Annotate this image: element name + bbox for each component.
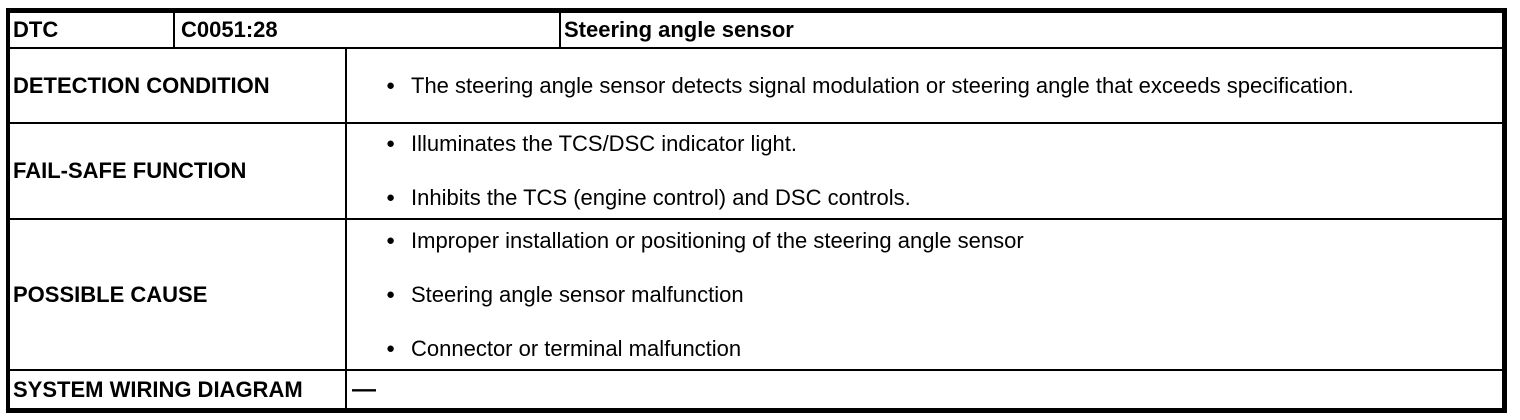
list-item: ● Illuminates the TCS/DSC indicator ligh… [347, 129, 1482, 159]
possible-cause-row: POSSIBLE CAUSE ● Improper installation o… [10, 218, 1502, 369]
dtc-table: DTC C0051:28 Steering angle sensor DETEC… [6, 8, 1507, 413]
dtc-name: Steering angle sensor [564, 17, 794, 42]
dtc-code: C0051:28 [175, 13, 561, 47]
list-item-text: Connector or terminal malfunction [411, 335, 742, 361]
bullet-icon: ● [386, 231, 396, 249]
bullet-icon: ● [386, 189, 396, 206]
system-wiring-diagram-label: SYSTEM WIRING DIAGRAM [10, 371, 347, 408]
list-item-text: Steering angle sensor malfunction [411, 281, 744, 307]
detection-condition-content: ● The steering angle sensor detects sign… [347, 49, 1502, 122]
list-item: ● Connector or terminal malfunction [347, 334, 1482, 364]
detection-condition-row: DETECTION CONDITION ● The steering angle… [10, 47, 1502, 122]
dtc-label: DTC [10, 13, 175, 47]
fail-safe-function-row: FAIL-SAFE FUNCTION ● Illuminates the TCS… [10, 122, 1502, 218]
detection-condition-label: DETECTION CONDITION [10, 49, 347, 122]
system-wiring-diagram-row: SYSTEM WIRING DIAGRAM — [10, 369, 1502, 408]
list-item-text: Illuminates the TCS/DSC indicator light. [411, 131, 797, 156]
system-wiring-diagram-value: — [352, 375, 376, 403]
list-item-text: Inhibits the TCS (engine control) and DS… [411, 185, 911, 210]
list-item: ● Improper installation or positioning o… [347, 226, 1482, 256]
list-item: ● The steering angle sensor detects sign… [347, 71, 1482, 101]
possible-cause-content: ● Improper installation or positioning o… [347, 220, 1502, 369]
bullet-icon: ● [386, 135, 396, 152]
dtc-header-row: DTC C0051:28 Steering angle sensor [10, 13, 1502, 47]
list-item-text: The steering angle sensor detects signal… [411, 72, 1354, 98]
fail-safe-function-label: FAIL-SAFE FUNCTION [10, 124, 347, 218]
list-item: ● Inhibits the TCS (engine control) and … [347, 183, 1482, 213]
list-item-text: Improper installation or positioning of … [411, 227, 1024, 253]
bullet-icon: ● [386, 339, 396, 357]
fail-safe-function-content: ● Illuminates the TCS/DSC indicator ligh… [347, 124, 1502, 218]
bullet-icon: ● [386, 285, 396, 303]
list-item: ● Steering angle sensor malfunction [347, 280, 1482, 310]
possible-cause-label: POSSIBLE CAUSE [10, 220, 347, 369]
bullet-icon: ● [386, 76, 396, 94]
